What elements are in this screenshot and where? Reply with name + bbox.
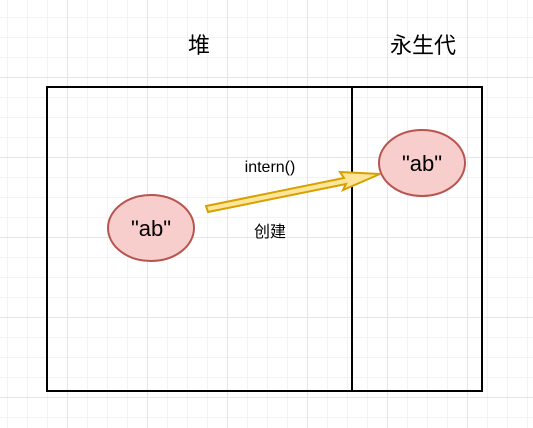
permgen-region: [351, 86, 483, 392]
heap-region: [46, 86, 353, 392]
heap-title: 堆: [188, 34, 210, 59]
heap-string-label: "ab": [131, 216, 171, 241]
create-label: 创建: [254, 222, 286, 241]
permgen-title: 永生代: [390, 34, 456, 59]
intern-arrow: [204, 170, 381, 214]
pool-string-ellipse: [378, 129, 466, 197]
pool-string-label: "ab": [402, 151, 442, 176]
intern-label: intern(): [245, 159, 296, 176]
heap-string-ellipse: [107, 194, 195, 262]
